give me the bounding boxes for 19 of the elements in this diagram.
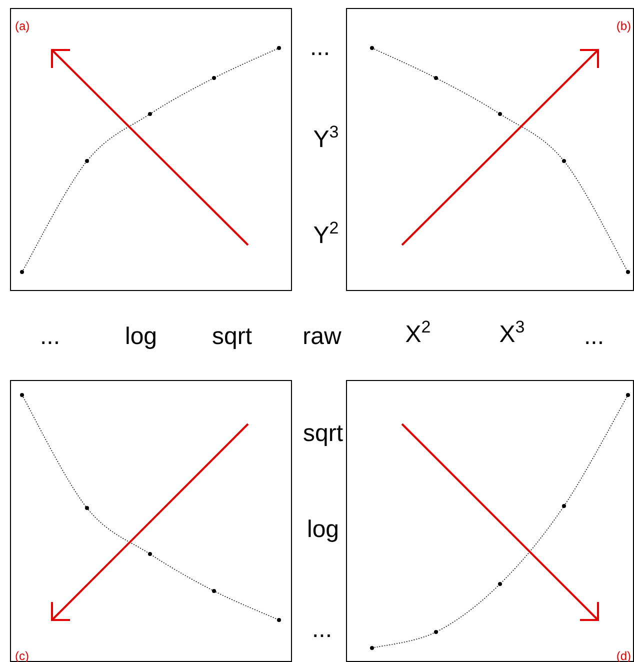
ladder-label: Y$^{2}$ — [313, 222, 339, 250]
ladder-label: log — [124, 323, 158, 351]
ladder-label: ... — [40, 323, 60, 351]
ladder-label: X$^{2}$ — [405, 321, 431, 349]
plot-panel — [346, 8, 634, 291]
panel-label: (a) — [15, 19, 30, 33]
ladder-label: Y$^{3}$ — [313, 126, 339, 154]
plot-panel — [346, 380, 634, 662]
plot-panel — [10, 8, 292, 291]
panel-label: (b) — [616, 19, 631, 33]
plot-panel — [10, 380, 292, 662]
ladder-label: sqrt — [212, 323, 252, 351]
ladder-label: sqrt — [303, 420, 343, 448]
ladder-label: ... — [584, 323, 604, 351]
ladder-label: ... — [310, 34, 330, 62]
ladder-label: ... — [312, 616, 332, 644]
ladder-label: log — [306, 516, 340, 544]
ladder-label: X$^{3}$ — [499, 321, 525, 349]
ladder-label: raw — [302, 323, 342, 351]
